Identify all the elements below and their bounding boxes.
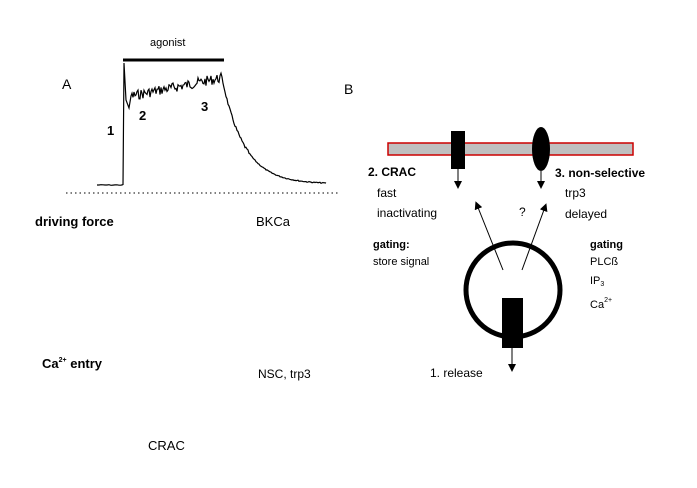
crac-label: CRAC bbox=[148, 438, 185, 453]
current-trace bbox=[97, 62, 327, 186]
release-label: 1. release bbox=[430, 366, 483, 380]
nonselective-desc-2: delayed bbox=[565, 207, 608, 221]
gating-ca: Ca2+ bbox=[590, 297, 613, 311]
nonselective-desc-1: trp3 bbox=[565, 186, 586, 200]
nsc-trp3-label: NSC, trp3 bbox=[258, 367, 311, 381]
nonselective-title: 3. non-selective bbox=[555, 166, 646, 180]
plasma-membrane bbox=[387, 142, 634, 156]
gating-plc: PLCß bbox=[590, 256, 619, 268]
gating-left-text: store signal bbox=[373, 256, 430, 268]
store-signal-arrow bbox=[474, 201, 504, 271]
gating-right-title: gating bbox=[590, 239, 623, 251]
crac-desc-2: inactivating bbox=[377, 206, 438, 220]
phase-3-label: 3 bbox=[201, 99, 209, 114]
gating-left-title: gating: bbox=[373, 239, 410, 251]
panel-b-label: B bbox=[344, 81, 354, 97]
question-mark: ? bbox=[519, 205, 526, 219]
agonist-label: agonist bbox=[150, 37, 186, 49]
bkca-label: BKCa bbox=[256, 214, 290, 229]
phase-1-label: 1 bbox=[107, 123, 115, 138]
gating-ip3: IP3 bbox=[590, 275, 605, 289]
driving-force-label: driving force bbox=[35, 214, 114, 229]
nonselective-channel bbox=[532, 127, 550, 171]
delayed-signal-arrow bbox=[521, 203, 548, 271]
crac-channel bbox=[451, 131, 465, 169]
ca-entry-label: Ca2+ entry bbox=[42, 356, 103, 371]
phase-2-label: 2 bbox=[139, 108, 147, 123]
crac-title: 2. CRAC bbox=[368, 165, 417, 179]
crac-desc-1: fast bbox=[377, 186, 397, 200]
panel-a-label: A bbox=[62, 76, 72, 92]
release-channel bbox=[502, 298, 523, 348]
